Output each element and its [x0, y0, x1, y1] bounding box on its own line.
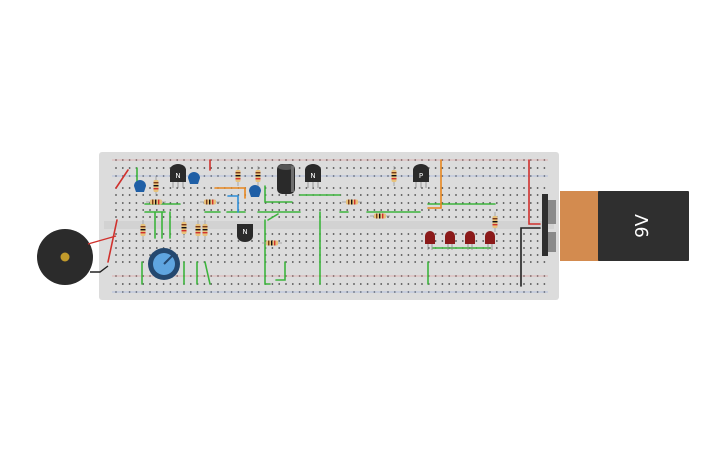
resistors [140, 166, 498, 246]
wire-orange [427, 159, 442, 209]
wire-orange [214, 187, 246, 199]
ceramic-capacitor [188, 172, 200, 184]
wire-green [264, 219, 271, 285]
svg-text:N: N [310, 172, 315, 180]
wire-green [204, 261, 211, 285]
wire-red [528, 159, 541, 225]
resistor [370, 213, 390, 219]
wire-green [264, 185, 293, 203]
breadboard-holes [115, 159, 546, 293]
battery-label: 9V [632, 213, 653, 237]
resistor [146, 199, 166, 205]
svg-text:N: N [242, 228, 247, 236]
resistor [235, 166, 241, 186]
svg-text:P: P [419, 172, 423, 180]
ceramic-capacitor [134, 180, 146, 192]
breadboard [99, 152, 559, 300]
wire-green [275, 261, 286, 281]
ceramic-capacitors [134, 172, 261, 197]
resistor [255, 166, 261, 186]
resistor [391, 166, 397, 186]
wire-green [267, 213, 279, 221]
electrolytic-capacitor [277, 164, 295, 194]
wire-red [107, 219, 118, 263]
resistor [140, 220, 146, 240]
resistor [202, 220, 208, 240]
buzzer [37, 229, 117, 285]
transistor-npn: N [237, 224, 253, 242]
led-red [445, 231, 455, 250]
transistor-pnp: P [413, 164, 429, 182]
svg-text:N: N [175, 172, 180, 180]
transistor-npn: N [170, 164, 186, 182]
wire-blue [227, 195, 239, 213]
ceramic-capacitor [249, 185, 261, 197]
transistor-npn: N [305, 164, 321, 182]
wire-black [520, 227, 541, 287]
resistor [153, 176, 159, 196]
led-red [465, 231, 475, 250]
resistor [181, 218, 187, 238]
wires [107, 159, 541, 287]
potentiometer [148, 248, 180, 280]
led-red [425, 231, 435, 250]
wire-red [115, 169, 129, 189]
resistor [342, 199, 362, 205]
resistor [262, 240, 282, 246]
leds [425, 231, 495, 250]
battery-9v: 9V [542, 191, 689, 261]
resistor [492, 212, 498, 232]
resistor [195, 220, 201, 240]
resistor [200, 199, 220, 205]
led-red [485, 231, 495, 250]
transistors: N N N P [170, 164, 429, 242]
